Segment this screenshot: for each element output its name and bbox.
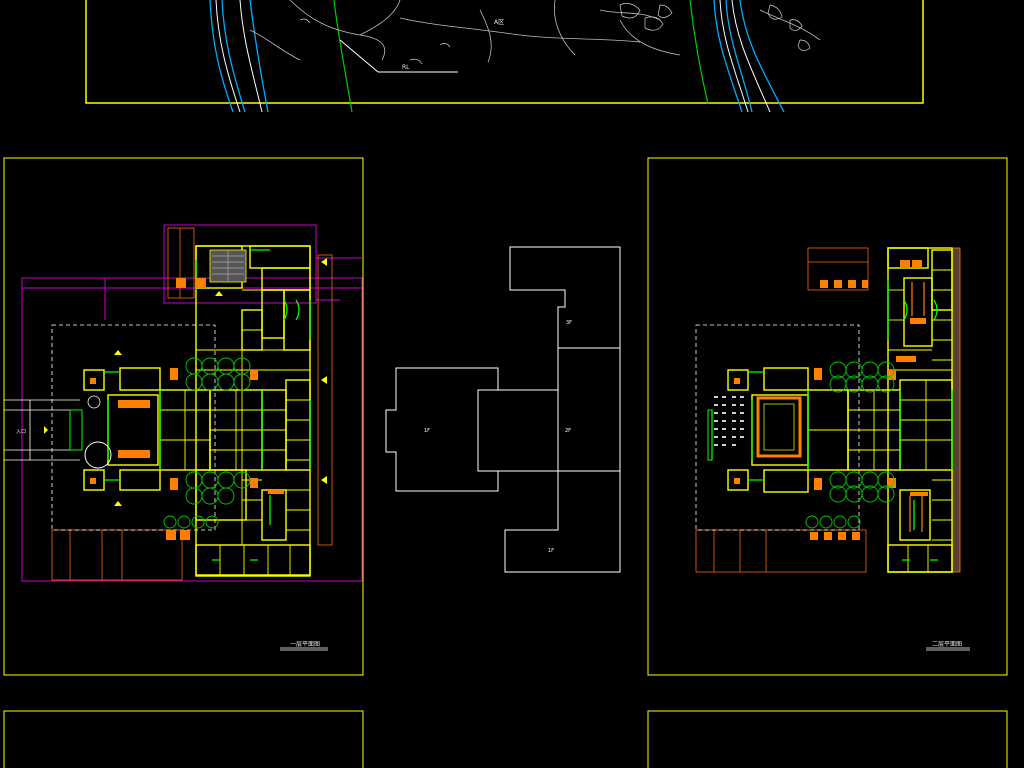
river-right-bank xyxy=(719,0,771,113)
courtyard-trees-right xyxy=(805,361,895,529)
round-node-left xyxy=(87,395,101,409)
seating-grid-right xyxy=(714,396,744,446)
contour-right xyxy=(689,0,709,105)
river-left-bank xyxy=(215,0,263,113)
east-facade-hatch xyxy=(951,247,961,573)
stair-lines-right xyxy=(911,282,925,316)
dashed-boundary-left xyxy=(51,324,216,531)
annex-columns-right xyxy=(810,280,868,540)
terrain-shapes xyxy=(299,3,811,65)
massing-center-label: 2F xyxy=(565,428,571,434)
stair-lines-right-lower xyxy=(909,496,923,532)
central-hall-right xyxy=(756,396,802,458)
columns-right xyxy=(734,260,928,496)
massing-outline xyxy=(385,246,621,573)
massing-bottom-label: 1F xyxy=(548,548,554,554)
river-left xyxy=(209,0,269,113)
windows-right xyxy=(711,280,953,561)
round-hall-left xyxy=(84,441,112,469)
plan-right-title: 二层平面图 xyxy=(932,641,962,648)
road-label: RL xyxy=(402,64,410,71)
balcony-right xyxy=(707,409,713,461)
axis-grid-left xyxy=(21,224,363,582)
floor-plan-right: 二层平面图 xyxy=(647,157,1008,676)
entry-road-left xyxy=(4,399,80,461)
plan-left-title: 一层平面图 xyxy=(290,641,320,648)
dashed-boundary-right xyxy=(695,324,860,531)
floor-plan-left: 入口 xyxy=(3,157,364,676)
entry-label: 入口 xyxy=(16,429,26,435)
dimension-lines-left xyxy=(51,227,333,581)
river-right xyxy=(713,0,785,113)
site-plan-frame xyxy=(85,0,924,104)
stair-left xyxy=(209,249,247,283)
massing-top-label: 3F xyxy=(566,320,572,326)
walls-left xyxy=(83,245,311,577)
windows-left xyxy=(104,249,311,561)
leader-line xyxy=(339,39,379,73)
section-markers-left xyxy=(44,258,327,506)
central-hall-inner xyxy=(763,403,795,451)
area-label: A区 xyxy=(494,19,504,26)
sheet-bottom-right-frame xyxy=(647,710,1008,768)
rooms-right xyxy=(808,269,952,572)
massing-diagram: 3F 1F 2F 1F xyxy=(385,246,621,573)
rooms-left xyxy=(160,289,310,575)
dimension-lines-right xyxy=(695,247,869,573)
entry-canopy-left xyxy=(69,409,83,451)
columns-left xyxy=(90,278,284,540)
courtyard-trees-left xyxy=(163,357,251,529)
massing-left-label: 1F xyxy=(424,428,430,434)
sheet-bottom-left-frame xyxy=(3,710,364,768)
plan-left-frame xyxy=(3,157,364,676)
plan-right-frame xyxy=(647,157,1008,676)
site-plan: RL A区 xyxy=(85,0,924,113)
contour-left xyxy=(333,0,353,113)
walls-right xyxy=(727,247,953,573)
